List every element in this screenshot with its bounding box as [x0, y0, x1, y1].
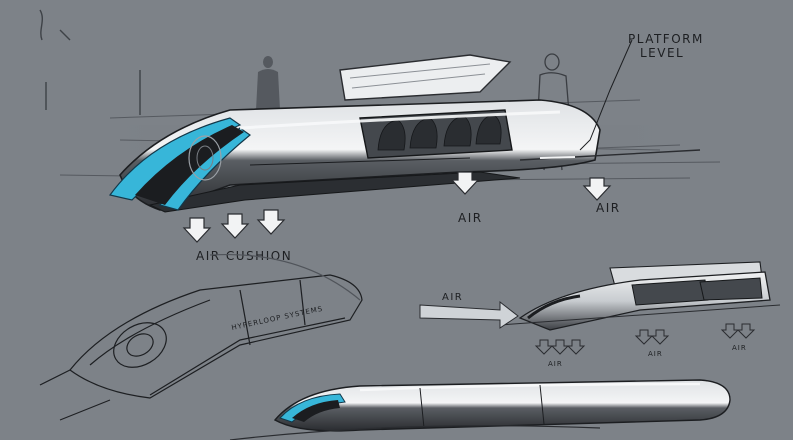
down-arrow-icon: [582, 177, 612, 201]
side-capsule: [499, 261, 781, 331]
air-label-top-right: AIR: [596, 201, 621, 215]
passenger-seats: [377, 114, 502, 151]
air-label-small-3: AIR: [732, 344, 747, 352]
outline-fan-icon: [113, 322, 167, 368]
body-highlight: [239, 110, 561, 130]
down-arrow-icon: [220, 213, 250, 239]
small-air-arrows: [534, 323, 756, 355]
down-arrow-icon: [550, 339, 570, 355]
air-label-small-1: AIR: [548, 360, 563, 368]
air-label-small-2: AIR: [648, 350, 663, 358]
background-posts: [39, 9, 141, 115]
down-arrow-icon: [534, 339, 554, 355]
air-arrow-mid: [450, 171, 612, 201]
air-cushion-arrows: [182, 209, 286, 243]
bottom-capsule: [229, 379, 731, 440]
down-arrow-icon: [566, 339, 586, 355]
down-arrow-icon: [182, 217, 212, 243]
side-air-arrow-icon: [419, 300, 519, 329]
down-arrow-icon: [450, 171, 480, 195]
down-arrow-icon: [720, 323, 740, 339]
leader-line-bottom: [59, 399, 111, 421]
air-cushion-label: AIR CUSHION: [196, 249, 292, 263]
air-label-side: AIR: [442, 292, 463, 303]
down-arrow-icon: [256, 209, 286, 235]
platform-level-label-2: LEVEL: [640, 46, 684, 60]
platform-level-label: PLATFORM: [628, 32, 704, 46]
background-person-left: [256, 56, 280, 110]
air-label-top-mid: AIR: [458, 211, 483, 225]
capsule-skid: [148, 171, 521, 213]
main-capsule: [108, 54, 701, 213]
open-door-hatch: [339, 54, 512, 101]
down-arrow-icon: [650, 329, 670, 345]
compressor-fan-icon: [188, 135, 222, 181]
down-arrow-icon: [736, 323, 756, 339]
platform-leader-line: [579, 39, 633, 151]
outline-capsule: [39, 253, 363, 399]
down-arrow-icon: [634, 329, 654, 345]
